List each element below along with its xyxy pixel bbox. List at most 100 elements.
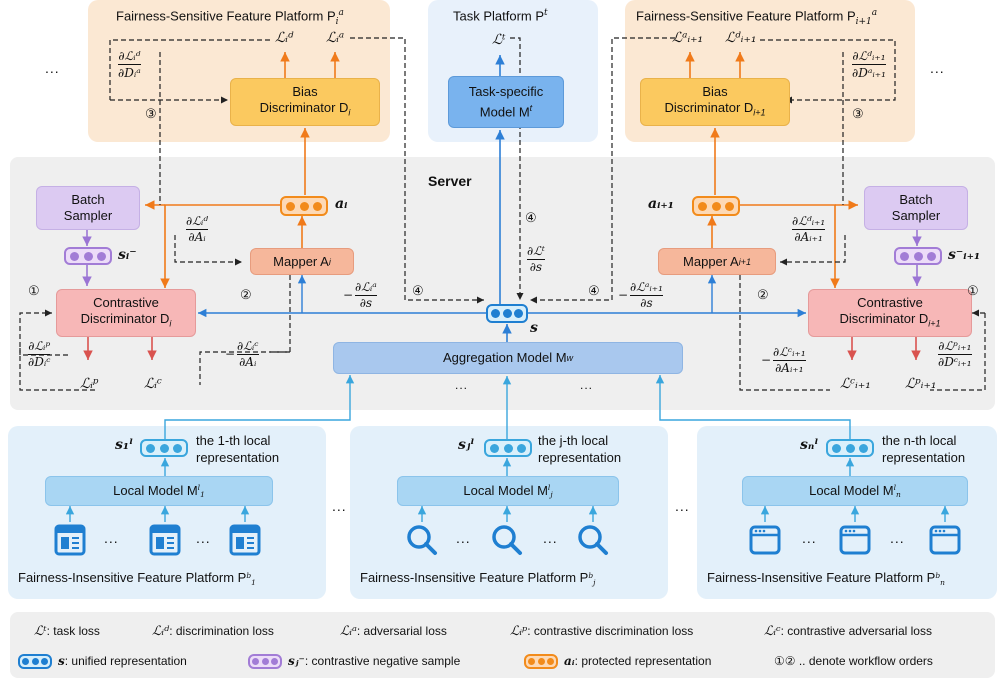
step3-left: ③ (145, 106, 157, 121)
loss-c-right: ℒᶜᵢ₊₁ (840, 376, 871, 392)
step1-left: ① (28, 283, 40, 298)
ellipsis-p1-a: ... (104, 530, 119, 546)
grad-c-A-left: − ∂ℒᵢᶜ∂Aᵢ (225, 339, 259, 369)
fs-platform-left-title: Fairness-Sensitive Feature Platform Pia (116, 8, 344, 27)
loss-a-right: ℒᵃᵢ₊₁ (672, 30, 704, 46)
a-i1-label: aᵢ₊₁ (648, 196, 674, 212)
loss-c-left: ℒᵢᶜ (144, 376, 162, 392)
document-icon (229, 524, 261, 556)
legend-task-loss: ℒᵗ: task loss (34, 624, 100, 639)
step3-right: ③ (852, 106, 864, 121)
step4-left: ④ (412, 283, 424, 298)
step4-right: ④ (588, 283, 600, 298)
protected-representation-right (692, 196, 740, 216)
legend-contrastive-discrimination-loss: ℒᵢᵖ: contrastive discrimination loss (510, 624, 694, 639)
grad-t-s: ∂ℒᵗ ∂s (527, 244, 545, 274)
ellipsis-pj-a: ... (456, 530, 471, 546)
protected-representation-left (280, 196, 328, 216)
local-rep-n (826, 439, 874, 457)
a-i-label: aᵢ (335, 196, 348, 212)
ellipsis-between-j-n: ... (675, 498, 690, 514)
s-l-1-label: s₁ˡ (115, 437, 134, 453)
browser-window-icon (839, 524, 871, 556)
step1-right: ① (967, 283, 979, 298)
negative-sample-right (894, 247, 942, 265)
legend-adversarial-loss: ℒᵢᵃ: adversarial loss (340, 624, 447, 639)
document-icon (149, 524, 181, 556)
fi-platform-1-title: Fairness-Insensitive Feature Platform Pb… (18, 570, 256, 587)
fi-platform-j-title: Fairness-Insensitive Feature Platform Pb… (360, 570, 596, 587)
server-title: Server (428, 173, 472, 189)
legend-discrimination-loss: ℒᵢᵈ: discrimination loss (152, 624, 274, 639)
loss-a-left: ℒᵢᵃ (326, 30, 345, 46)
ellipsis-right-top: ... (930, 60, 945, 76)
fi-platform-n-title: Fairness-Insensitive Feature Platform Pb… (707, 570, 945, 587)
legend-protected-swatch (524, 654, 558, 669)
legend-unified-swatch (18, 654, 52, 669)
grad-a-s-right: − ∂ℒᵃᵢ₊₁∂s (618, 280, 663, 310)
step4-task: ④ (525, 210, 537, 225)
s-label: s (530, 320, 538, 336)
grad-d-A-right: ∂ℒᵈᵢ₊₁ ∂Aᵢ₊₁ (792, 214, 826, 244)
ellipsis-aggr-left: ... (455, 378, 469, 392)
search-icon (406, 524, 438, 556)
document-icon (54, 524, 86, 556)
browser-window-icon (749, 524, 781, 556)
legend-protected-representation: aᵢ: protected representation (564, 654, 712, 668)
grad-a-s-left: − ∂ℒᵢᵃ∂s (343, 280, 377, 310)
grad-c-A-right: − ∂ℒᶜᵢ₊₁∂Aᵢ₊₁ (761, 345, 806, 375)
grad-p-D-right: ∂ℒᵖᵢ₊₁ ∂Dᶜᵢ₊₁ (938, 339, 972, 369)
s-l-j-label: sⱼˡ (458, 437, 475, 453)
legend-negative-swatch (248, 654, 282, 669)
search-icon (491, 524, 523, 556)
unified-representation (486, 304, 528, 323)
legend-panel (10, 612, 995, 678)
loss-p-left: ℒᵢᵖ (80, 376, 99, 392)
grad-d-D-left: ∂ℒᵢᵈ ∂Dᵢᵃ (118, 49, 141, 80)
ellipsis-pn-b: ... (890, 530, 905, 546)
legend-contrastive-adversarial-loss: ℒᵢᶜ: contrastive adversarial loss (764, 624, 932, 639)
ellipsis-pj-b: ... (543, 530, 558, 546)
fs-platform-right-title: Fairness-Sensitive Feature Platform Pi+1… (636, 8, 878, 27)
negative-sample-left (64, 247, 112, 265)
legend-unified-representation: s: unified representation (58, 654, 187, 668)
step2-right: ② (757, 287, 769, 302)
grad-d-A-left: ∂ℒᵢᵈ ∂Aᵢ (186, 214, 209, 244)
legend-workflow-orders: ①② .. denote workflow orders (774, 654, 933, 668)
ellipsis-left-top: ... (45, 60, 60, 76)
loss-d-right: ℒᵈᵢ₊₁ (725, 30, 757, 46)
loss-d-left: ℒᵢᵈ (275, 30, 294, 46)
local-rep-1 (140, 439, 188, 457)
loss-t: ℒᵗ (492, 32, 506, 48)
step2-left: ② (240, 287, 252, 302)
s-l-n-label: sₙˡ (800, 437, 819, 453)
grad-p-D-left: ∂ℒᵢᵖ ∂Dᵢᶜ (28, 339, 51, 369)
ellipsis-pn-a: ... (802, 530, 817, 546)
task-platform-title: Task Platform Pt (453, 8, 548, 24)
grad-d-D-right: ∂ℒᵈᵢ₊₁ ∂Dᵃᵢ₊₁ (852, 49, 886, 80)
browser-window-icon (929, 524, 961, 556)
s-neg-left-label: sᵢ⁻ (118, 247, 137, 263)
search-icon (577, 524, 609, 556)
loss-p-right: ℒᵖᵢ₊₁ (905, 376, 937, 392)
local-rep-j (484, 439, 532, 457)
s-neg-right-label: s⁻ᵢ₊₁ (948, 247, 981, 263)
ellipsis-between-1-j: ... (332, 498, 347, 514)
